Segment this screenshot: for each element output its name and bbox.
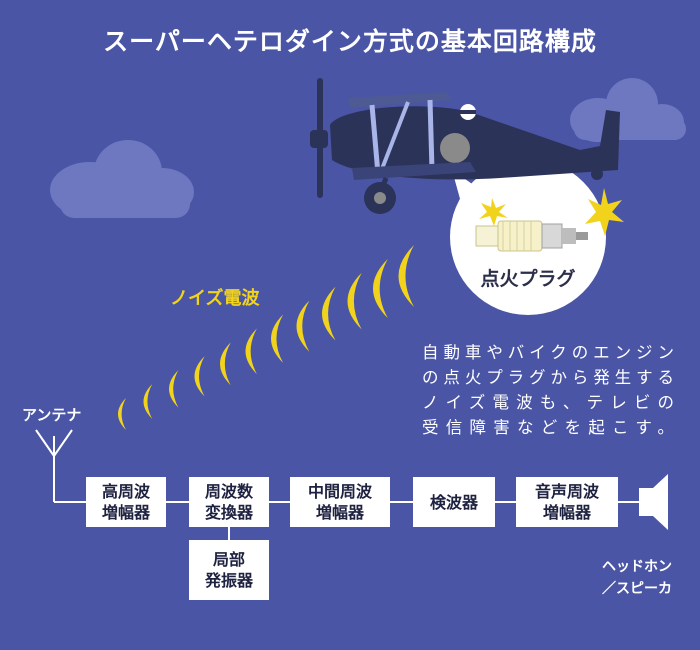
block-label: 音声周波	[534, 482, 599, 501]
spark-icon	[479, 198, 508, 226]
page-title: スーパーヘテロダイン方式の基本回路構成	[103, 27, 597, 56]
noise-wave-crescent	[245, 328, 257, 375]
noise-wave-crescent	[296, 300, 310, 352]
block-label: 増幅器	[315, 503, 364, 522]
noise-wave-crescent	[143, 384, 153, 419]
cloud-icon	[570, 78, 686, 142]
noise-wave-label: ノイズ電波	[170, 288, 260, 309]
description-line: ノイズ電波も、テレビの	[422, 393, 674, 412]
speaker-label-line: ヘッドホン	[602, 559, 672, 575]
block-label: 周波数	[204, 482, 253, 501]
local-oscillator-block: 局部 発振器	[189, 540, 269, 600]
speaker-label: ヘッドホン ／スピーカ	[582, 556, 692, 600]
detector-block: 検波器	[413, 477, 495, 527]
description-line: の点火プラグから発生する	[422, 368, 674, 387]
rf-amplifier-block: 高周波 増幅器	[86, 477, 166, 527]
if-amplifier-block: 中間周波 増幅器	[290, 477, 390, 527]
description-line: 自動車やバイクのエンジン	[422, 343, 674, 362]
speaker-icon	[639, 474, 668, 530]
speaker-label-line: ／スピーカ	[602, 581, 672, 597]
antenna-icon	[35, 429, 73, 502]
description-text: 自動車やバイクのエンジン の点火プラグから発生する ノイズ電波も、テレビの 受信…	[422, 340, 674, 440]
noise-wave-crescent	[118, 398, 126, 430]
noise-wave-crescent	[347, 272, 362, 330]
frequency-converter-block: 周波数 変換器	[189, 477, 269, 527]
noise-wave-crescent	[398, 245, 414, 307]
noise-wave-crescent	[220, 342, 231, 386]
cloud-icon	[50, 140, 194, 218]
description-line: 受信障害などを起こす。	[422, 418, 674, 437]
spark-plug-label: 点火プラグ	[480, 268, 576, 290]
antenna-label: アンテナ	[22, 406, 82, 424]
noise-wave-crescent	[271, 314, 284, 363]
noise-wave-crescent	[373, 258, 388, 319]
noise-wave-crescent	[194, 356, 205, 397]
block-label: 中間周波	[307, 482, 372, 501]
block-label: 発振器	[204, 571, 253, 590]
block-label: 変換器	[204, 503, 253, 522]
block-label: 局部	[212, 550, 245, 569]
spark-icon	[585, 188, 624, 236]
block-label: 高周波	[101, 482, 150, 501]
audio-amplifier-block: 音声周波 増幅器	[516, 477, 618, 527]
block-label: 増幅器	[542, 503, 591, 522]
noise-wave-crescent	[322, 286, 336, 341]
noise-wave-group	[118, 245, 414, 430]
spark-plug-icon	[475, 220, 588, 252]
block-label: 検波器	[429, 492, 478, 512]
noise-wave-crescent	[169, 370, 179, 408]
biplane-icon	[310, 78, 620, 214]
block-label: 増幅器	[101, 503, 150, 522]
